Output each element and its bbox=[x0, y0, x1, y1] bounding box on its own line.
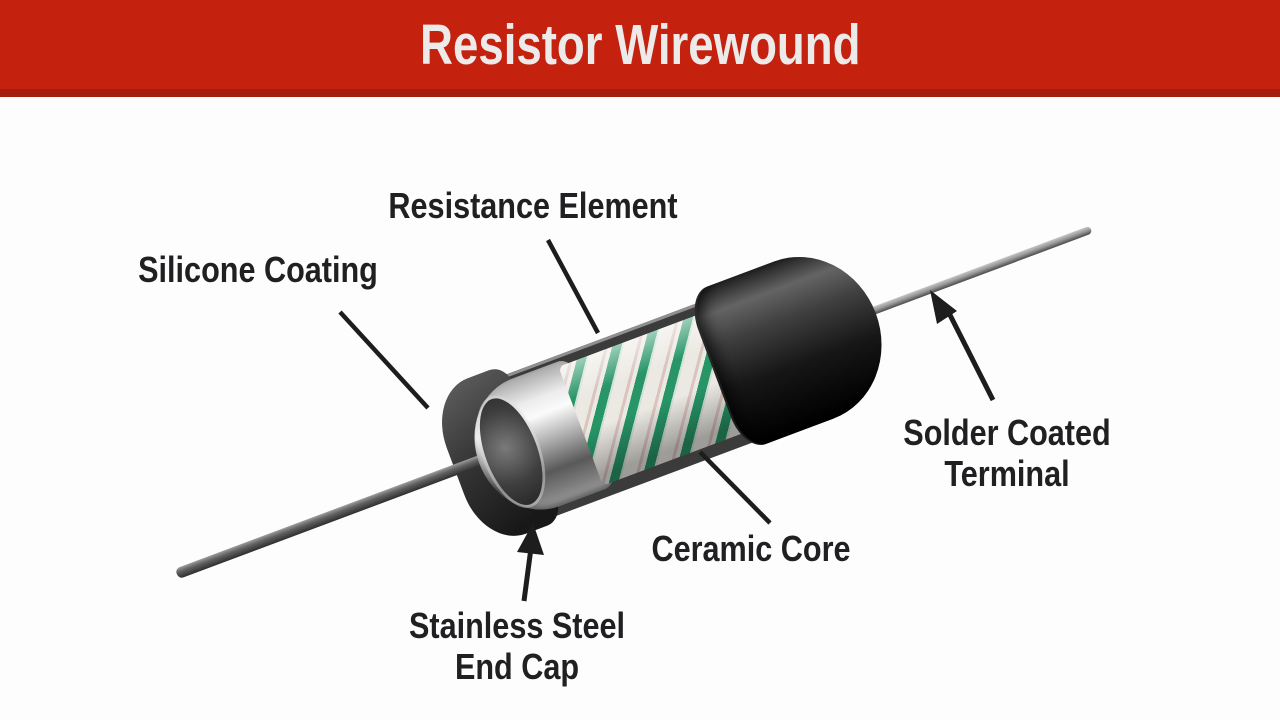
resistor-illustration bbox=[119, 85, 1233, 695]
label-resistance-element: Resistance Element bbox=[388, 185, 678, 226]
right-terminal-lead bbox=[850, 225, 1093, 323]
resistor-diagram: Resistance Element Silicone Coating Sold… bbox=[0, 97, 1280, 720]
label-ceramic-core: Ceramic Core bbox=[651, 528, 851, 569]
title-banner: Resistor Wirewound bbox=[0, 0, 1280, 97]
label-solder-coated-terminal: Solder Coated Terminal bbox=[903, 412, 1111, 494]
label-silicone-coating: Silicone Coating bbox=[138, 249, 378, 290]
page-title: Resistor Wirewound bbox=[419, 12, 861, 77]
label-stainless-steel-end-cap: Stainless Steel End Cap bbox=[408, 605, 626, 687]
